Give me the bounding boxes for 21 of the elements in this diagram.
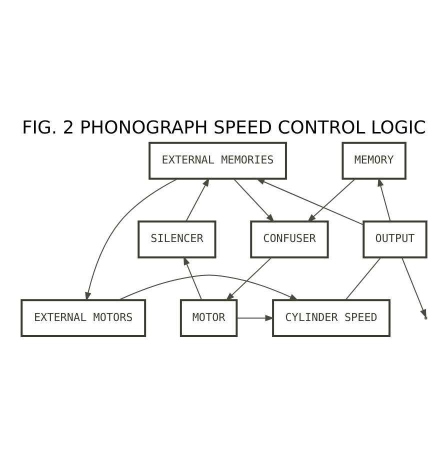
- node-box: EXTERNAL MOTORS: [20, 298, 146, 336]
- arrow: [85, 178, 178, 301]
- node-box: CYLINDER SPEED: [272, 298, 391, 336]
- arrow: [118, 274, 299, 300]
- arrow: [378, 176, 391, 222]
- arrow: [185, 176, 210, 222]
- node-box: MEMORY: [342, 141, 406, 180]
- node-box: SILENCER: [138, 220, 216, 258]
- node-box: MOTOR: [180, 298, 238, 336]
- arrow: [236, 314, 274, 321]
- node-box: OUTPUT: [362, 220, 428, 258]
- arrow: [307, 178, 356, 222]
- arrow: [256, 178, 364, 225]
- arrow: [233, 178, 275, 222]
- node-box: EXTERNAL MEMORIES: [148, 141, 287, 180]
- arrow: [226, 256, 272, 301]
- diagram-title: FIG. 2 PHONOGRAPH SPEED CONTROL LOGIC: [22, 116, 426, 138]
- node-box: CONFUSER: [250, 220, 329, 258]
- connector: [344, 256, 382, 300]
- arrow: [401, 256, 426, 318]
- arrow: [183, 256, 202, 300]
